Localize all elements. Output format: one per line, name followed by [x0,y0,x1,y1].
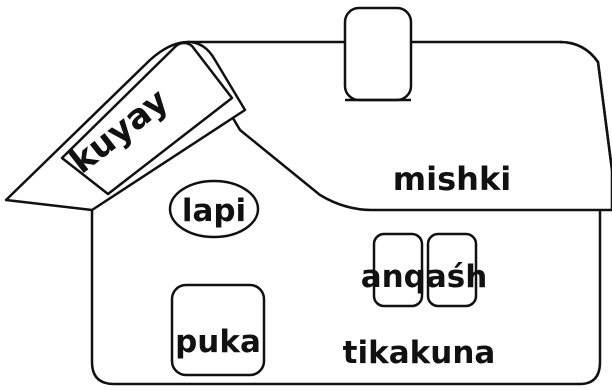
roof-band [60,41,234,196]
door [170,283,266,377]
oval-label: lapi [182,193,246,229]
window-left-pane [372,232,424,308]
roof-label: mishki [393,160,511,198]
roof-right-eave [559,40,612,171]
oval-frame [168,179,260,239]
door-label: puka [175,324,261,360]
chimney [343,6,413,102]
bottom-label: tikakuna [343,335,496,371]
window-right-pane [426,232,478,308]
window-label: anqaśh [361,259,488,295]
